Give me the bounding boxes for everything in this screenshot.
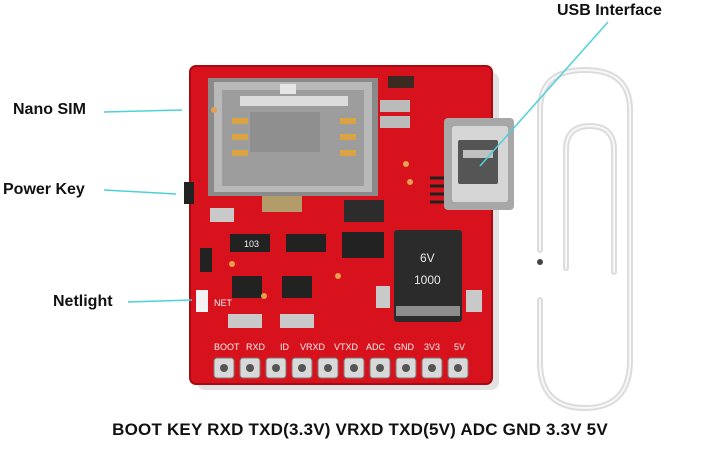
pin-label-id: ID [280, 342, 290, 352]
callout-usb-interface: USB Interface [557, 2, 662, 19]
pin-label-rxd: RXD [246, 342, 266, 352]
pin-label-5v: 5V [454, 342, 465, 352]
paper-clip [537, 66, 633, 412]
diode: 6V 1000 [394, 230, 462, 322]
pin-label-gnd: GND [394, 342, 415, 352]
usb-connector [444, 118, 514, 210]
net-silk: NET [214, 298, 233, 308]
callout-nano-sim: Nano SIM [13, 101, 86, 118]
callout-power-key: Power Key [3, 181, 85, 198]
pin-label-boot: BOOT [214, 342, 240, 352]
pin-label-vrxd: VRXD [300, 342, 326, 352]
pin-caption: BOOT KEY RXD TXD(3.3V) VRXD TXD(5V) ADC … [112, 420, 608, 439]
callout-netlight: Netlight [53, 293, 113, 310]
sim-holder [208, 78, 378, 196]
netlight-led [196, 290, 208, 312]
resistor-label: 103 [244, 239, 259, 249]
pin-label-vtxd: VTXD [334, 342, 359, 352]
pin-label-3v3: 3V3 [424, 342, 440, 352]
pin-label-adc: ADC [366, 342, 386, 352]
pin-labels: BOOT RXD ID VRXD VTXD ADC GND 3V3 5V [214, 342, 465, 352]
svg-text:6V: 6V [420, 251, 435, 265]
header-pads [213, 357, 469, 379]
svg-text:1000: 1000 [414, 273, 441, 287]
power-key [184, 182, 194, 204]
callout-lines [103, 21, 609, 303]
